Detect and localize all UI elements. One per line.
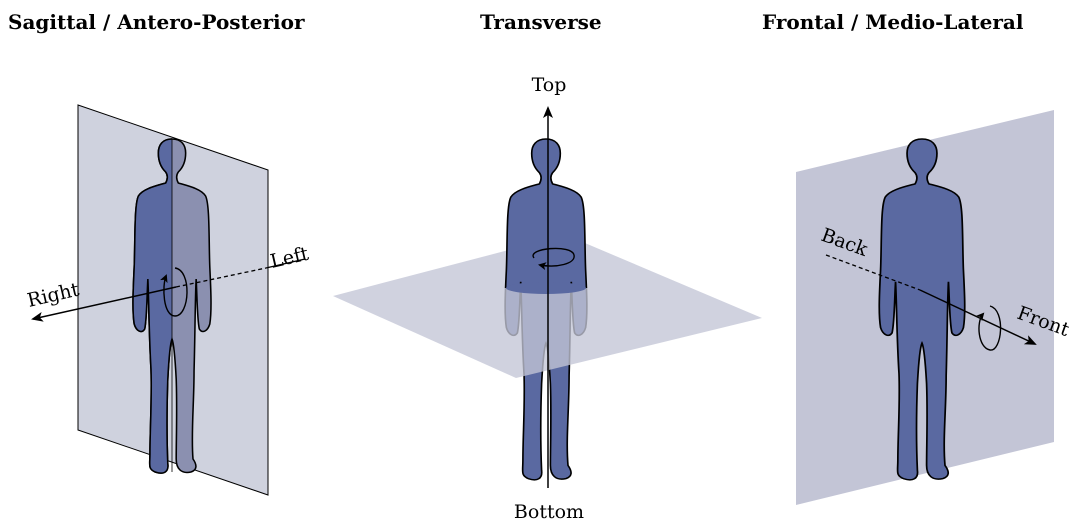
transverse-axis-label-bottom: Bottom <box>514 501 584 523</box>
rotation-arrow-icon <box>976 305 1002 351</box>
title-sagittal: Sagittal / Antero-Posterior <box>8 10 305 34</box>
frontal-panel: Back Front <box>796 110 1073 505</box>
title-frontal: Frontal / Medio-Lateral <box>762 10 1024 34</box>
axis-arrow-icon <box>31 286 177 322</box>
transverse-panel: Top Bottom <box>333 74 762 523</box>
sagittal-axis-label-right: Right <box>25 279 81 312</box>
rotation-arrow-icon <box>532 247 575 271</box>
rotation-arrow-icon <box>160 267 188 317</box>
transverse-axis-label-top: Top <box>532 74 567 96</box>
sagittal-axis-label-left: Left <box>268 243 311 273</box>
title-transverse: Transverse <box>480 10 602 34</box>
sagittal-panel: Right Left <box>25 104 311 496</box>
